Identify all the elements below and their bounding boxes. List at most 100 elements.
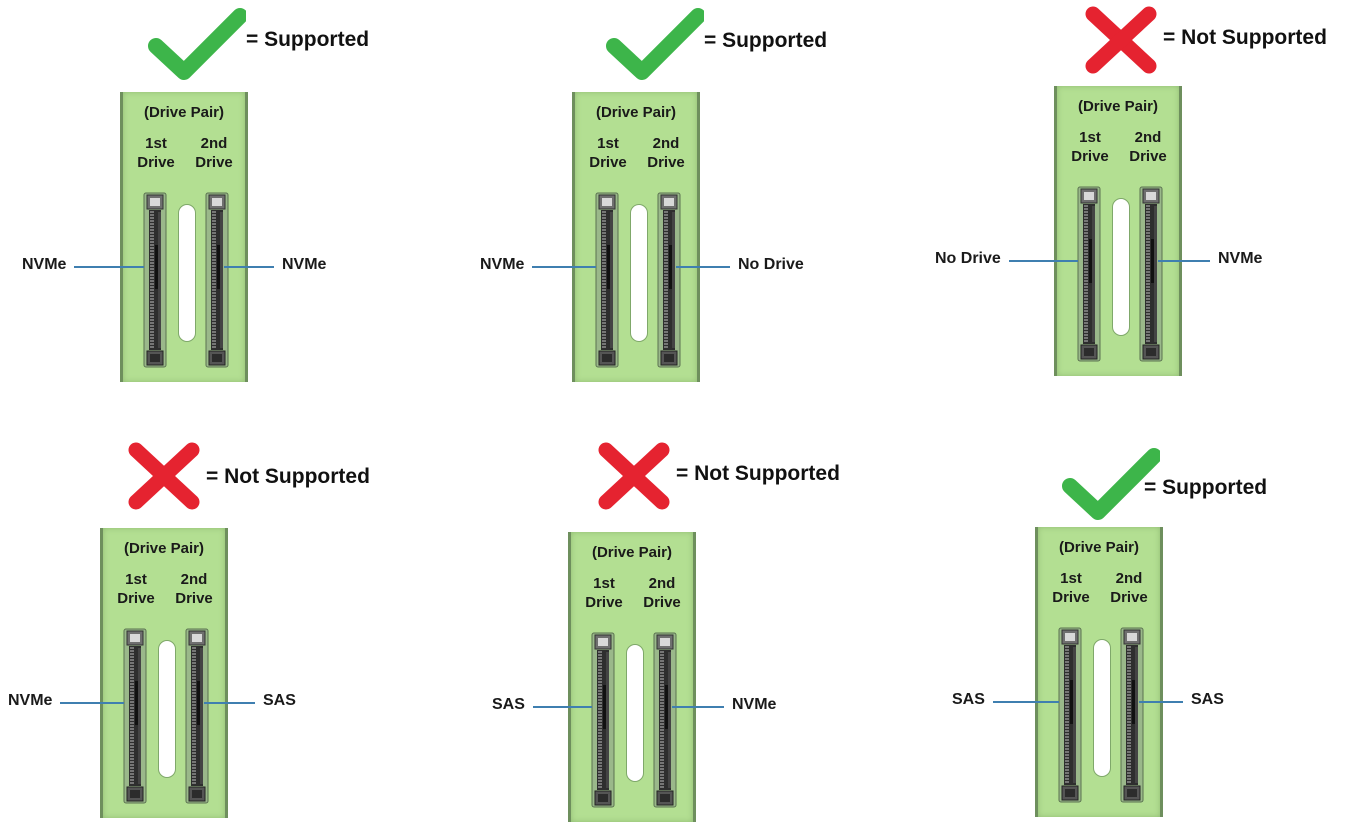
second-drive-type-label: NVMe xyxy=(732,695,777,713)
board-cutout xyxy=(630,204,648,342)
first-drive-heading-line1: 1st xyxy=(145,135,167,152)
supported-legend: = Supported xyxy=(1144,476,1268,499)
second-drive-heading-line2: Drive xyxy=(195,154,233,171)
first-drive-type-label: NVMe xyxy=(8,691,53,709)
board-cutout xyxy=(158,640,176,778)
second-drive-heading-line1: 2nd xyxy=(648,575,676,592)
first-drive-heading-line2: Drive xyxy=(1052,589,1090,606)
second-drive-type-label: NVMe xyxy=(1218,249,1263,267)
red-cross-icon xyxy=(1083,6,1159,79)
first-drive-leader-line xyxy=(1008,259,1078,262)
first-drive-type-label: SAS xyxy=(492,695,525,713)
board-cutout xyxy=(626,644,644,782)
first-drive-leader-line xyxy=(60,701,124,704)
second-drive-heading-line1: 2nd xyxy=(652,135,680,152)
first-drive-type-label: NVMe xyxy=(22,255,67,273)
second-drive-leader-line xyxy=(1158,259,1210,262)
first-drive-connector xyxy=(591,632,615,813)
drive-pair-label: (Drive Pair) xyxy=(1058,539,1140,556)
board-cutout xyxy=(1112,198,1130,336)
second-drive-leader-line xyxy=(204,701,255,704)
first-drive-heading-line1: 1st xyxy=(597,135,619,152)
first-drive-heading-line2: Drive xyxy=(117,590,155,607)
first-drive-heading-line1: 1st xyxy=(1060,570,1082,587)
drive-pair-label: (Drive Pair) xyxy=(591,544,673,561)
first-drive-connector xyxy=(595,192,619,373)
first-drive-heading-line1: 1st xyxy=(593,575,615,592)
second-drive-type-label: No Drive xyxy=(738,255,804,273)
second-drive-type-label: NVMe xyxy=(282,255,327,273)
first-drive-connector xyxy=(1077,186,1101,367)
board-cutout xyxy=(1093,639,1111,777)
first-drive-leader-line xyxy=(992,700,1059,703)
second-drive-connector xyxy=(185,628,209,809)
second-drive-heading-line2: Drive xyxy=(175,590,213,607)
not-supported-legend: = Not Supported xyxy=(206,465,370,488)
second-drive-heading-line2: Drive xyxy=(1129,148,1167,165)
first-drive-heading-line1: 1st xyxy=(125,571,147,588)
second-drive-leader-line xyxy=(224,265,274,268)
first-drive-heading-line2: Drive xyxy=(585,594,623,611)
first-drive-heading-line1: 1st xyxy=(1079,129,1101,146)
first-drive-heading-line2: Drive xyxy=(137,154,175,171)
second-drive-leader-line xyxy=(1139,700,1183,703)
first-drive-leader-line xyxy=(532,265,596,268)
drive-pair-label: (Drive Pair) xyxy=(595,104,677,121)
first-drive-connector xyxy=(1058,627,1082,808)
second-drive-connector xyxy=(1139,186,1163,367)
drive-pair-label: (Drive Pair) xyxy=(123,540,205,557)
second-drive-heading-line1: 2nd xyxy=(180,571,208,588)
green-checkmark-icon xyxy=(1062,448,1162,525)
drive-pair-label: (Drive Pair) xyxy=(1077,98,1159,115)
second-drive-heading-line1: 2nd xyxy=(1134,129,1162,146)
second-drive-type-label: SAS xyxy=(263,691,296,709)
second-drive-connector xyxy=(205,192,229,373)
first-drive-leader-line xyxy=(74,265,144,268)
second-drive-heading-line1: 2nd xyxy=(200,135,228,152)
second-drive-leader-line xyxy=(676,265,730,268)
second-drive-leader-line xyxy=(672,705,724,708)
second-drive-heading-line2: Drive xyxy=(647,154,685,171)
second-drive-heading-line2: Drive xyxy=(1110,589,1148,606)
second-drive-heading-line2: Drive xyxy=(643,594,681,611)
supported-legend: = Supported xyxy=(246,28,370,51)
second-drive-connector xyxy=(653,632,677,813)
first-drive-heading-line2: Drive xyxy=(1071,148,1109,165)
second-drive-heading-line1: 2nd xyxy=(1115,570,1143,587)
first-drive-type-label: NVMe xyxy=(480,255,525,273)
first-drive-type-label: SAS xyxy=(952,690,985,708)
second-drive-connector xyxy=(1120,627,1144,808)
board-cutout xyxy=(178,204,196,342)
first-drive-leader-line xyxy=(532,705,592,708)
red-cross-icon xyxy=(596,442,672,515)
not-supported-legend: = Not Supported xyxy=(1163,26,1327,49)
first-drive-type-label: No Drive xyxy=(935,249,1001,267)
second-drive-connector xyxy=(657,192,681,373)
red-cross-icon xyxy=(126,442,202,515)
first-drive-connector xyxy=(143,192,167,373)
second-drive-type-label: SAS xyxy=(1191,690,1224,708)
supported-legend: = Supported xyxy=(704,29,828,52)
not-supported-legend: = Not Supported xyxy=(676,462,840,485)
green-checkmark-icon xyxy=(606,8,706,85)
first-drive-connector xyxy=(123,628,147,809)
